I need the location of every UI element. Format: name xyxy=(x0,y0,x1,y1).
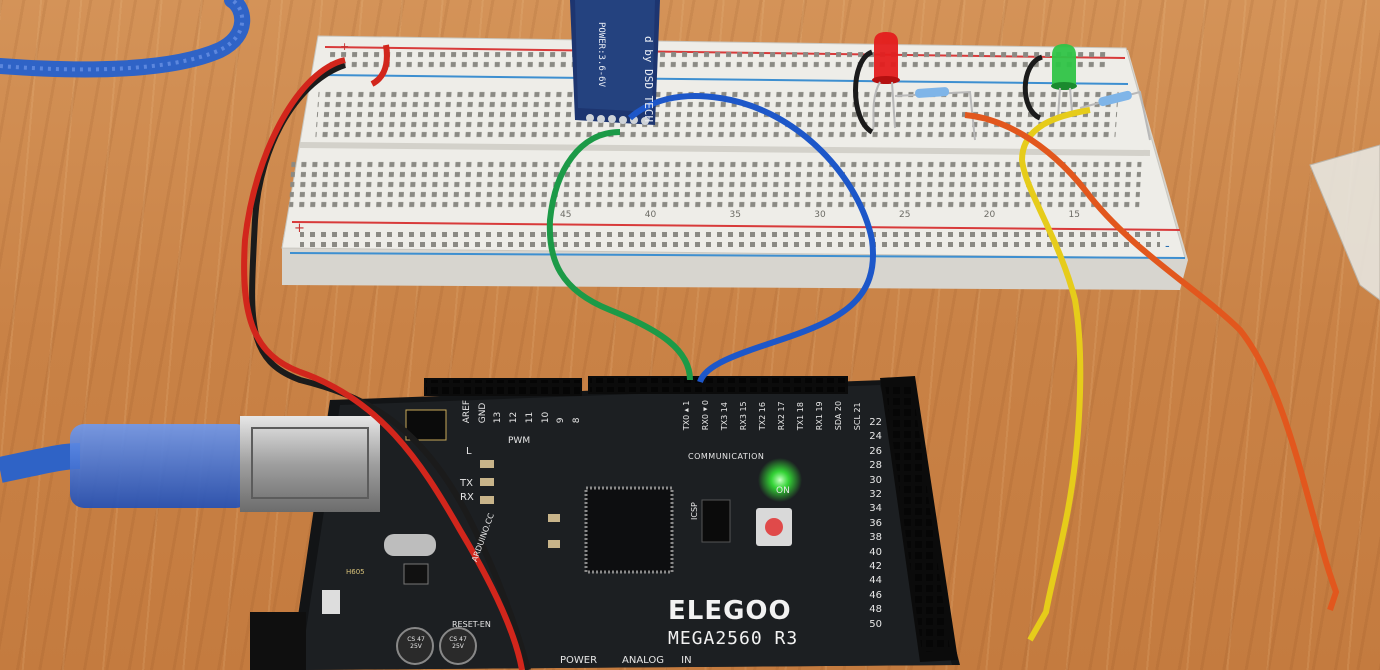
pwm-label: PWM xyxy=(508,436,531,446)
tx-label: TX xyxy=(460,478,473,489)
rail-plus-label-top: + xyxy=(340,40,349,53)
cap-label-2: CS 47 25V xyxy=(449,636,467,650)
comm-label: RX2 17 xyxy=(777,401,786,431)
header-label: AREF xyxy=(462,400,472,424)
brand-logo: ELEGOO xyxy=(668,596,792,626)
pin-num: 30 xyxy=(869,474,882,486)
red-led xyxy=(872,32,900,131)
wire-yellow xyxy=(1018,107,1091,642)
comm-label: RX3 15 xyxy=(739,401,748,431)
board-header-labels: AREF GND 13 12 11 10 9 8 xyxy=(462,400,582,423)
bt-module-text-2: POWER:3.6-6V xyxy=(596,22,606,88)
analog-label: ANALOG IN xyxy=(622,655,692,666)
bb-num: 35 xyxy=(729,210,741,220)
pin-num: 24 xyxy=(869,431,882,443)
bt-module-text-1: d by DSD TECH xyxy=(642,36,655,123)
pin-num: 32 xyxy=(869,489,882,501)
comm-label: SDA 20 xyxy=(834,400,843,431)
wire-red-main xyxy=(241,57,525,670)
pin-num: 40 xyxy=(869,546,882,558)
reset-label: RESET-EN xyxy=(452,620,491,629)
green-led xyxy=(1051,44,1077,119)
comm-label: TX1 18 xyxy=(796,402,805,431)
pin-num: 34 xyxy=(869,503,882,515)
pin-num: 28 xyxy=(869,460,882,472)
crystal-label: H605 xyxy=(346,568,365,576)
bb-num: 20 xyxy=(983,210,996,220)
cap-label-1: CS 47 25V xyxy=(407,636,425,650)
on-label: ON xyxy=(776,486,790,496)
bb-num: 30 xyxy=(814,210,826,220)
board-comm-labels: TX0▸1 RX0◂0 TX3 14 RX3 15 TX2 16 RX2 17 … xyxy=(682,400,862,430)
pin-num: 22 xyxy=(869,417,882,428)
comm-label: TX2 16 xyxy=(758,402,767,431)
pin-num: 50 xyxy=(869,618,882,630)
wire-green xyxy=(546,129,693,381)
breadboard: + - + xyxy=(281,35,1188,290)
breadboard-numbers-top: 45 40 35 30 25 20 15 xyxy=(560,210,1080,220)
bb-num: 25 xyxy=(899,210,911,220)
communication-label: COMMUNICATION xyxy=(688,452,765,461)
header-label: 10 xyxy=(540,411,551,424)
bb-num: 15 xyxy=(1068,210,1080,220)
header-label: 13 xyxy=(493,411,504,424)
rx-label: RX xyxy=(460,492,474,503)
comm-label: TX0▸1 xyxy=(682,400,691,431)
pin-num: 42 xyxy=(869,561,882,573)
header-label: 8 xyxy=(571,417,582,424)
header-label: 9 xyxy=(556,417,567,424)
arduino-board xyxy=(250,376,960,670)
l-label: L xyxy=(466,446,472,457)
right-pin-numbers: 22 24 26 28 30 32 34 36 38 40 42 44 46 4… xyxy=(858,416,882,632)
comm-label: RX1 19 xyxy=(815,401,824,431)
usb-cable-plug xyxy=(0,416,380,512)
header-label: 12 xyxy=(509,411,520,424)
resistor-2 xyxy=(1079,90,1151,141)
pin-num: 38 xyxy=(869,532,882,544)
resistor-1 xyxy=(894,87,976,141)
usb-cable-coil xyxy=(0,0,251,78)
header-label: 11 xyxy=(524,411,535,424)
icsp-label: ICSP xyxy=(690,502,699,520)
pin-num: 46 xyxy=(869,589,882,601)
pin-num: 26 xyxy=(869,445,882,457)
rail-minus-label: - xyxy=(1165,239,1170,254)
rail-plus-label: + xyxy=(294,221,305,236)
model-label: MEGA2560 R3 xyxy=(668,628,799,649)
wire-blue xyxy=(627,93,877,384)
bluetooth-module xyxy=(570,0,660,125)
plastic-case xyxy=(1309,144,1380,301)
pin-num: 48 xyxy=(869,604,882,616)
comm-label: RX0◂0 xyxy=(701,400,710,431)
wire-black-led-2 xyxy=(1022,54,1044,121)
wire-orange xyxy=(964,112,1340,611)
wire-black-led xyxy=(853,49,874,135)
bb-num: 40 xyxy=(644,210,657,220)
bb-num: 45 xyxy=(560,210,572,220)
header-label: GND xyxy=(477,402,488,424)
pin-num: 44 xyxy=(869,575,882,587)
comm-label: TX3 14 xyxy=(720,402,729,431)
power-label: POWER xyxy=(560,655,598,666)
wire-red-rail xyxy=(370,44,390,87)
pin-num: 36 xyxy=(869,517,882,529)
